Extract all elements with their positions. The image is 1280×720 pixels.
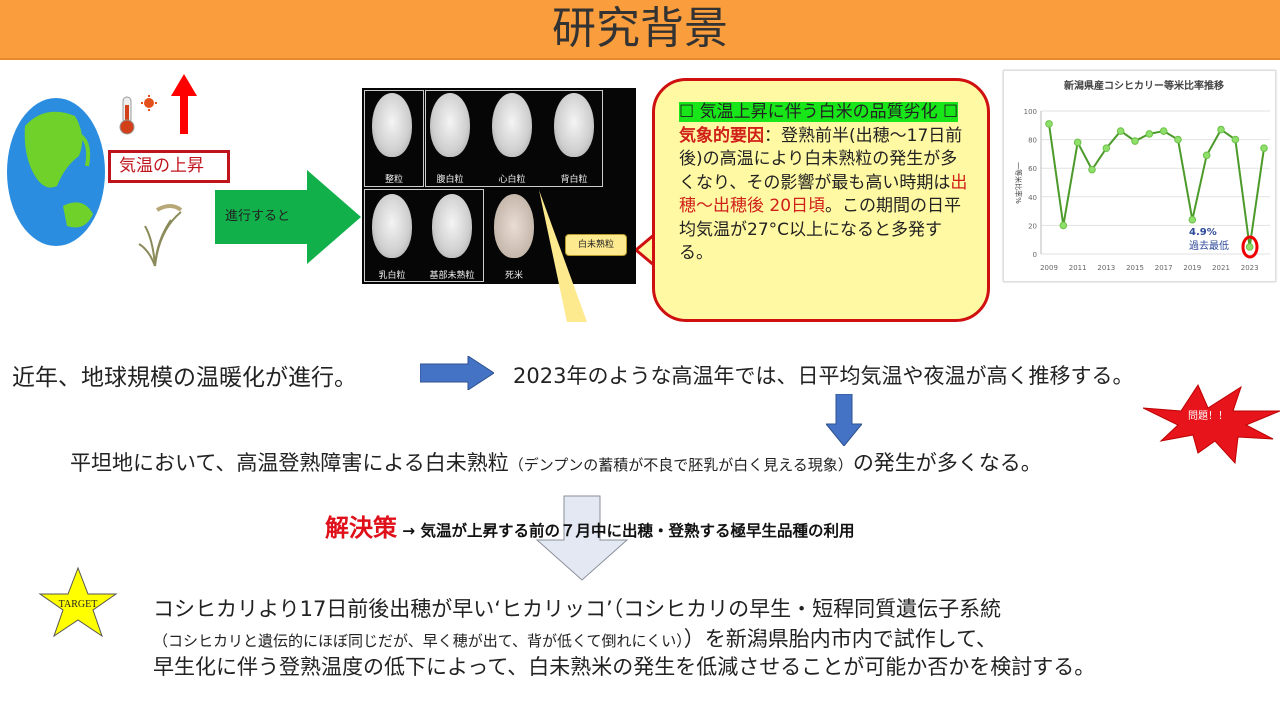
x-tick-label: 2019 [1183,264,1201,272]
data-point [1131,137,1139,145]
bubble-text: ：登熟前半(出穂～17日前後)の高温により白未熟粒の発生が多くなり、その影響が最… [679,125,963,193]
arrow-label: 進行すると [225,209,291,224]
line-chart: 新潟県産コシヒカリー等米比率推移 一等米比率% 0 20 40 60 80 100 2009… [1014,79,1270,272]
frame [425,90,603,187]
grain-label: 腹白粒 [436,175,464,185]
text-note: （デンプンの蓄積が不良で胚乳が白く見える現象） [508,456,853,474]
x-tick-label: 2021 [1212,264,1230,272]
grain-label: 乳白粒 [378,271,406,281]
x-tick-label: 2009 [1040,264,1058,272]
hollow-down-arrow-icon [535,495,629,581]
bubble-highlight: 出穂～出穂後 20日頃 [679,172,968,217]
annotation-label: 過去最低 [1189,239,1229,252]
x-tick-label: 2023 [1241,264,1259,272]
x-tick-label: 2011 [1069,264,1087,272]
problem-burst-icon [1143,383,1280,465]
rice-grain [372,194,412,258]
data-point [1217,125,1225,134]
rice-grain [432,194,472,258]
data-point [1260,144,1268,152]
slide-title: 研究背景 [552,3,728,54]
y-tick-label: 20 [1028,222,1037,230]
data-point [1202,151,1211,160]
data-point [1088,165,1096,174]
solution-label: 解決策 [325,514,397,542]
grain-label: 心白粒 [498,175,526,185]
y-tick-label: 0 [1033,251,1037,259]
y-tick-label: 40 [1028,194,1037,202]
rice-grain [372,93,412,157]
grain-label: 死米 [504,271,523,281]
grain-label: 背白粒 [560,175,588,185]
y-tick-label: 60 [1028,165,1037,173]
text: ）を新潟県胎内市内で試作して、 [683,627,998,651]
x-tick-label: 2013 [1097,264,1115,272]
x-tick-label: 2017 [1155,264,1173,272]
bubble-heading: ☐ 気温上昇に伴う白米の品質劣化 ☐ [679,102,959,122]
target-star-icon: TARGET [38,566,118,638]
data-point [1059,221,1068,230]
callout-pointer [539,190,587,322]
cause-label: 気象的要因 [679,125,764,146]
globe-icon [7,98,105,246]
data-point [1045,120,1053,128]
up-arrow-icon [171,74,197,134]
target-line-3: 早生化に伴う登熟温度の低下によって、白未熟米の発生を低減させることが可能か否かを… [153,655,1096,679]
target-label: TARGET [59,599,98,610]
immature-grain-callout: 白未熟粒 [565,234,627,256]
data-point [1145,130,1154,138]
text: の発生が多くなる。 [852,451,1042,475]
lowest-marker [1241,235,1259,259]
green-arrow-icon [215,170,361,264]
data-point [1102,144,1111,152]
x-tick-label: 2015 [1126,264,1144,272]
rice-plant-icon [138,204,183,267]
target-line-2: （コシヒカリと遺伝的にほぼ同じだが、早く穂が出て、背が低くて倒れにくい））を新潟… [153,623,997,653]
data-point [1073,138,1082,147]
y-tick-label: 100 [1024,108,1037,116]
immature-grain-text: 平坦地において、高温登熟障害による白未熟粒（デンプンの蓄積が不良で胚乳が白く見え… [70,447,1042,477]
quality-callout-bubble: ☐ 気温上昇に伴う白米の品質劣化 ☐ 気象的要因：登熟前半(出穂～17日前後)の… [652,78,990,322]
y-tick-label: 80 [1028,137,1037,145]
chart-title: 新潟県産コシヒカリー等米比率推移 [1064,79,1224,92]
frame [364,189,484,282]
text-note: （コシヒカリと遺伝的にほぼ同じだが、早く穂が出て、背が低くて倒れにくい） [153,632,684,650]
rice-grain [492,93,532,157]
target-line-1: コシヒカリより17日前後出穂が早い‘ヒカリッコ’（コシヒカリの早生・短稈同質遺伝… [153,597,1002,621]
problem-label: 問題！！ [1188,411,1228,422]
data-point [1188,215,1197,224]
right-arrow-icon [420,356,494,390]
solution-line: 解決策 → 気温が上昇する前の７月中に出穂・登熟する極早生品種の利用 [325,508,854,543]
thermometer-icon [119,95,157,135]
frame [364,90,424,187]
temperature-rise-label: 気温の上昇 [108,150,230,183]
series-line [1048,123,1265,248]
data-point [1245,243,1254,251]
annotation-value: 4.9% [1189,227,1217,238]
grain-label: 整粒 [384,175,403,185]
rice-grain [430,93,470,157]
data-point [1116,127,1125,135]
text: 平坦地において、高温登熟障害による白未熟粒 [70,451,509,475]
grain-label: 基部未熟粒 [429,271,475,281]
solution-text: → 気温が上昇する前の７月中に出穂・登熟する極早生品種の利用 [402,522,855,540]
high-temp-year-text: 2023年のような高温年では、日平均気温や夜温が高く推移する。 [513,364,1134,388]
data-point [1174,135,1182,144]
chart-panel: 新潟県産コシヒカリー等米比率推移 一等米比率% 0 20 40 60 80 100 2009… [1003,70,1276,282]
down-arrow-icon [826,394,862,446]
warming-text: 近年、地球規模の温暖化が進行。 [12,365,357,391]
rice-grain [494,194,534,258]
y-axis-label: 一等米比率% [1014,162,1023,204]
title-bar: 研究背景 [0,0,1280,60]
data-point [1159,127,1168,135]
bubble-text: 。この期間の日平均気温が27°C以上になると多発する。 [679,196,962,263]
rice-grain [554,93,594,157]
data-point [1231,135,1240,144]
